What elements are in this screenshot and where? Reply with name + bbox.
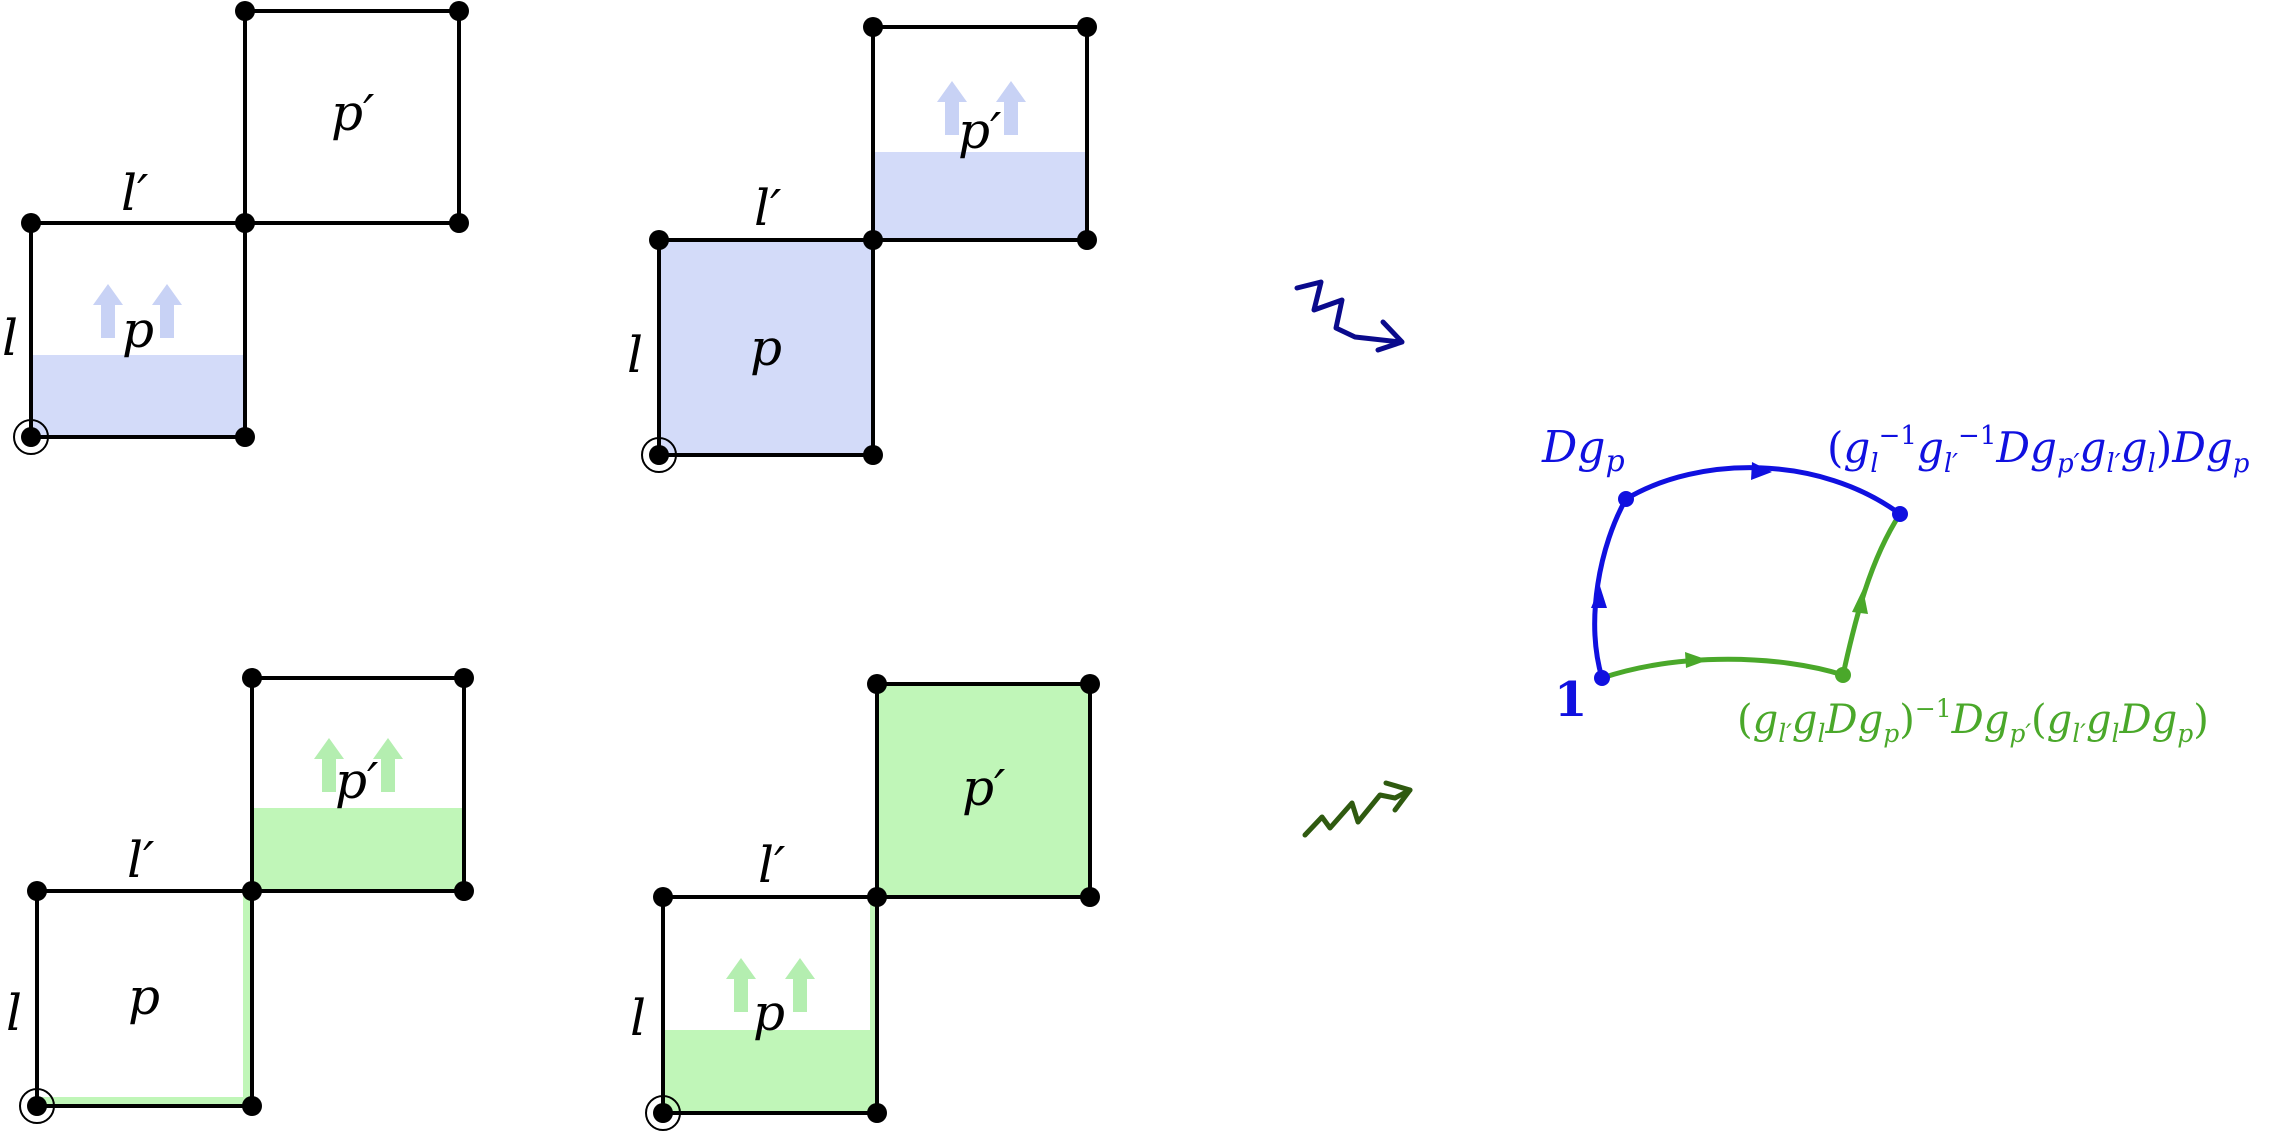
lattice-edges [657, 25, 1089, 457]
up-arrow-icon [785, 958, 815, 1012]
label-l-prime: l′ [121, 164, 149, 222]
edge-l-prime-highlight [870, 897, 878, 1030]
green-end-vertex [1835, 667, 1851, 683]
base-point-ring [641, 437, 677, 473]
squiggle-arrow-icon [1302, 787, 1413, 838]
label-l: l [627, 326, 643, 384]
squiggle-arrowhead [1383, 780, 1413, 813]
green-arrowhead-icon [1685, 652, 1708, 668]
squiggle-arrowhead [1375, 319, 1405, 353]
lattice-edges [661, 682, 1092, 1115]
base-point-ring [19, 1088, 55, 1124]
label-p-prime: p′ [335, 752, 379, 810]
blue-start-vertex [1618, 491, 1634, 507]
green-arrowhead-icon [1852, 589, 1868, 614]
up-arrows [726, 958, 815, 1012]
plaquette-p-prime-fill [877, 684, 1090, 897]
up-arrow-icon [93, 284, 123, 338]
panel-bottom-middle: l l′ p p′ [630, 674, 1100, 1131]
label-p-prime: p′ [331, 84, 375, 142]
lattice-vertices [653, 674, 1100, 1123]
label-l-prime: l′ [758, 836, 786, 894]
label-p: p [753, 984, 785, 1042]
base-point-ring [645, 1095, 681, 1131]
blue-arrowhead-icon [1751, 462, 1772, 480]
panel-top-middle: l l′ p p′ [627, 17, 1097, 473]
up-arrow-icon [373, 738, 403, 792]
lattice-vertices [649, 17, 1097, 465]
plaquette-p-partial-fill [31, 355, 245, 437]
origin-label: 1 [1554, 672, 1587, 728]
plaquette-p-prime-partial-fill [252, 808, 464, 891]
label-l: l [630, 989, 646, 1047]
blue-end-label: (gl−1gl′−1Dgp′gl′gl)Dgp [1827, 421, 2250, 479]
panel-top-left: l l′ p p′ [2, 1, 469, 455]
up-arrow-icon [314, 738, 344, 792]
label-p-prime: p′ [962, 759, 1006, 817]
up-arrow-icon [152, 284, 182, 338]
blue-path-left [1592, 497, 1629, 679]
up-arrow-icon [996, 81, 1026, 135]
plaquette-p-fill [659, 240, 873, 455]
green-path-bottom [1601, 656, 1844, 681]
lattice-edges [35, 676, 466, 1108]
up-arrows [937, 81, 1026, 135]
green-squiggle-arrow [1302, 780, 1413, 838]
lattice-vertices [21, 1, 469, 447]
squiggle-arrow-icon [1294, 279, 1403, 345]
label-l-prime: l′ [754, 179, 782, 237]
origin-vertex [1594, 670, 1610, 686]
lattice-vertices [27, 668, 474, 1116]
label-l: l [6, 984, 22, 1042]
path-diagram: 1 Dgp (gl−1gl′−1Dgp′gl′gl)Dgp (gl′glDgp)… [1541, 421, 2250, 748]
edge-l-highlight [243, 891, 252, 1106]
blue-arrowhead-icon [1591, 586, 1607, 608]
lattice-edges [29, 9, 461, 439]
label-l: l [2, 309, 18, 367]
edge-bottom-highlight [37, 1097, 252, 1106]
up-arrow-icon [937, 81, 967, 135]
label-p: p [750, 319, 782, 377]
panel-bottom-left: l l′ p p′ [6, 668, 474, 1124]
plaquette-p-prime-partial-fill [873, 152, 1087, 240]
blue-squiggle-arrow [1294, 279, 1405, 353]
green-end-label: (gl′glDgp)−1Dgp′(gl′glDgp) [1737, 694, 2209, 748]
green-path-right [1840, 512, 1903, 676]
up-arrows [93, 284, 182, 338]
label-p: p [122, 301, 154, 359]
up-arrow-icon [726, 958, 756, 1012]
label-p-prime: p′ [958, 102, 1002, 160]
base-point-ring [13, 419, 49, 455]
label-l-prime: l′ [127, 831, 155, 889]
blue-end-vertex [1892, 506, 1908, 522]
label-p: p [128, 968, 160, 1026]
plaquette-p-partial-fill [663, 1030, 877, 1113]
up-arrows [314, 738, 403, 792]
blue-start-label: Dgp [1541, 422, 1625, 479]
